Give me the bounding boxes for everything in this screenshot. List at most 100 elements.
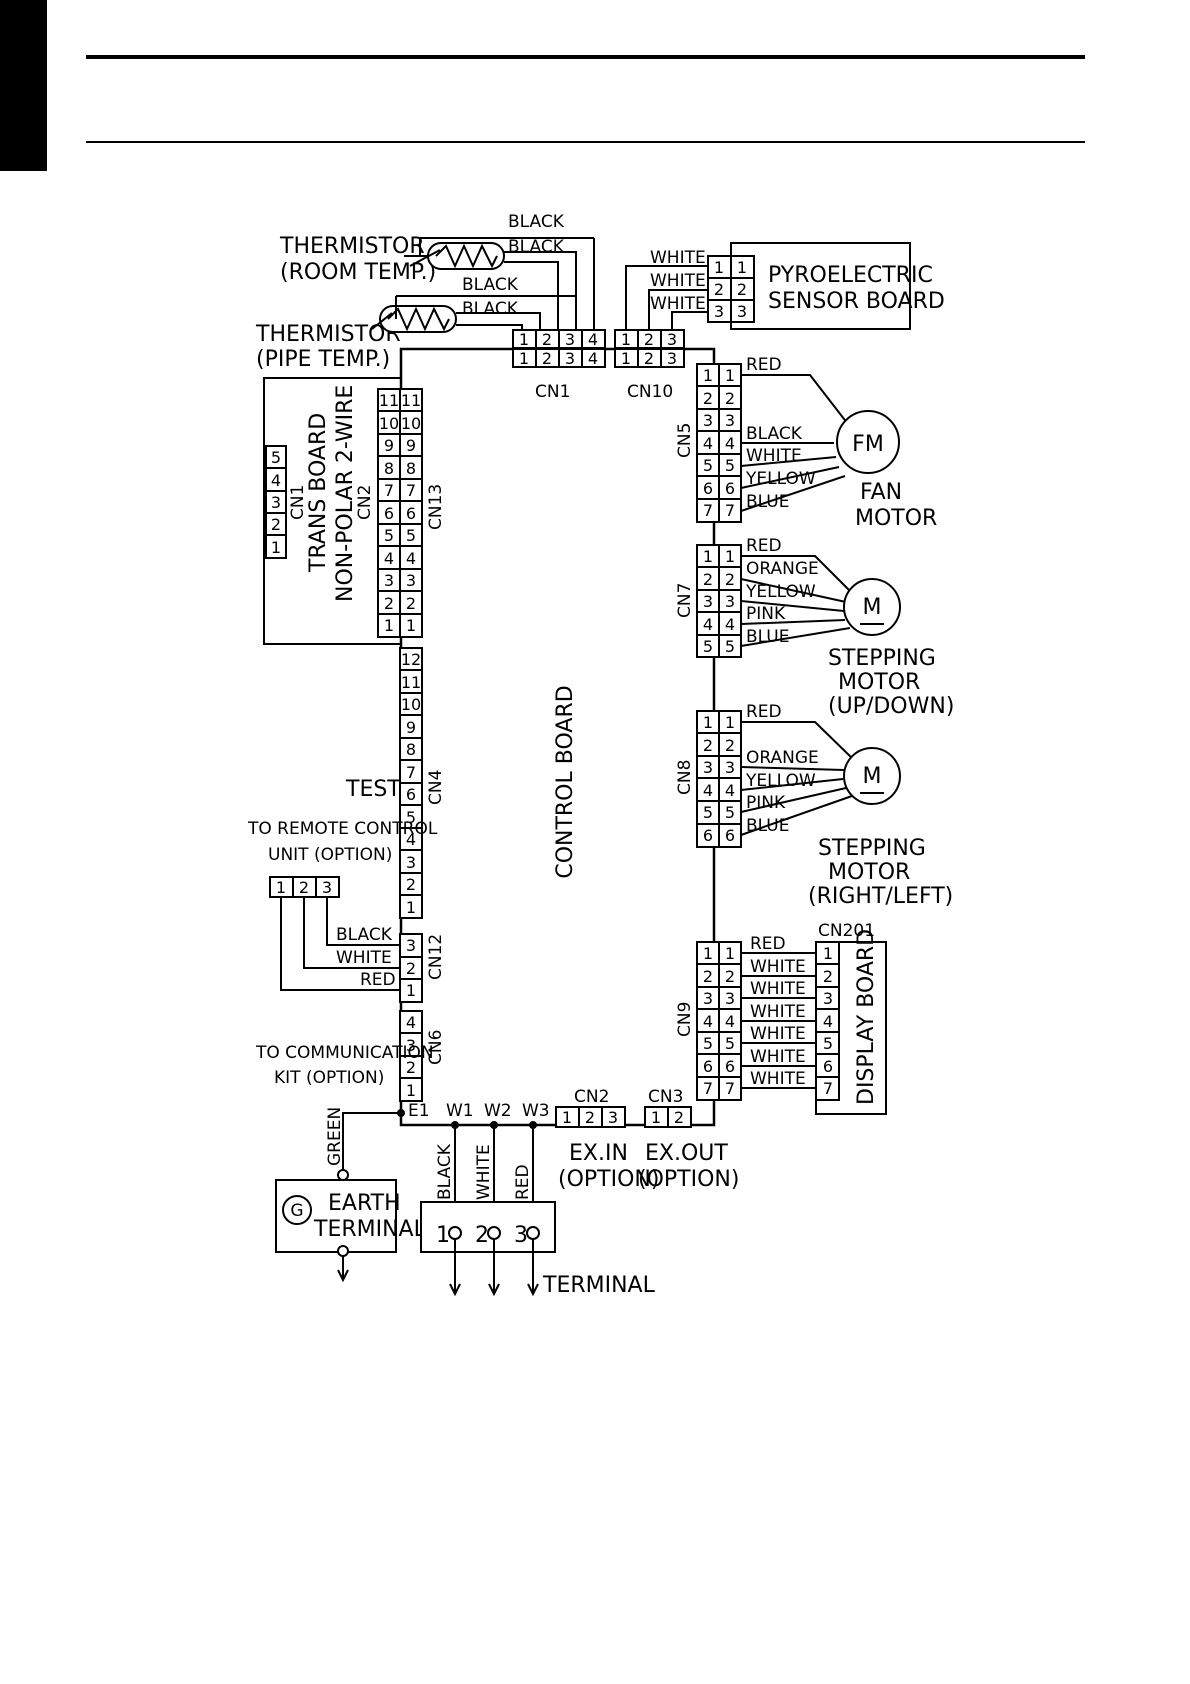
- svg-text:4: 4: [725, 434, 735, 453]
- label-cn8: CN8: [675, 760, 695, 795]
- wire-label-cn7-orange: ORANGE: [746, 559, 819, 579]
- step-rl-label-2: MOTOR: [828, 860, 910, 885]
- terminal-block: [420, 1201, 556, 1297]
- svg-text:2: 2: [703, 736, 713, 755]
- cn5-wires: [740, 374, 852, 512]
- svg-text:1: 1: [271, 538, 281, 557]
- svg-text:2: 2: [725, 967, 735, 986]
- svg-text:3: 3: [667, 330, 677, 349]
- wire-label-cn9-white-4: WHITE: [750, 1024, 806, 1044]
- thermistor-room-title: THERMISTOR: [279, 234, 425, 259]
- remote-label-line1: TO REMOTE CONTROL: [247, 819, 438, 839]
- wire-label-cn7-red: RED: [746, 536, 782, 556]
- svg-text:1: 1: [651, 1108, 661, 1127]
- earth-symbol: G: [290, 1201, 303, 1221]
- wire-label-cn5-yellow: YELLOW: [745, 469, 816, 489]
- wire-label-cn8-yellow: YELLOW: [745, 771, 816, 791]
- svg-text:7: 7: [703, 501, 713, 520]
- control-board-label: CONTROL BOARD: [553, 685, 578, 878]
- exin-line1: EX.IN: [569, 1141, 628, 1166]
- svg-text:4: 4: [703, 615, 713, 634]
- display-board-label: DISPLAY BOARD: [854, 929, 879, 1105]
- label-trans-cn1: CN1: [288, 485, 308, 520]
- svg-text:6: 6: [823, 1057, 833, 1076]
- connector-cn4: 12 11 10 9 8 7 6 5 4 3 2 1: [399, 647, 423, 919]
- svg-text:5: 5: [725, 637, 735, 656]
- wire-label-cn5-blue: BLUE: [746, 492, 789, 512]
- svg-text:9: 9: [406, 718, 416, 737]
- thermistor-room-symbol: [404, 237, 595, 330]
- svg-text:2: 2: [644, 349, 654, 368]
- wire-label-cn7-blue: BLUE: [746, 627, 789, 647]
- wire-label-room-black-1: BLACK: [508, 212, 565, 232]
- svg-text:1: 1: [725, 366, 735, 385]
- label-w3: W3: [522, 1101, 550, 1121]
- wire-label-pyro-white-2: WHITE: [650, 271, 706, 291]
- wire-label-cn5-white: WHITE: [746, 446, 802, 466]
- svg-text:3: 3: [565, 330, 575, 349]
- svg-text:1: 1: [703, 944, 713, 963]
- pyro-label-line1: PYROELECTRIC: [768, 263, 933, 288]
- wire-label-cn5-red: RED: [746, 355, 782, 375]
- earth-terminal-point: [337, 1169, 349, 1181]
- trans-board-outline: [263, 377, 401, 645]
- wire-label-cn5-black: BLACK: [746, 424, 803, 444]
- earth-wire: [342, 1112, 401, 1170]
- wire-label-cn9-white-1: WHITE: [750, 957, 806, 977]
- svg-text:3: 3: [406, 853, 416, 872]
- thermistor-pipe-title: THERMISTOR: [255, 322, 401, 347]
- step-rl-label-3: (RIGHT/LEFT): [808, 884, 953, 909]
- svg-text:2: 2: [725, 570, 735, 589]
- svg-text:6: 6: [725, 1057, 735, 1076]
- exin-line2: (OPTION): [558, 1167, 659, 1192]
- svg-text:3: 3: [406, 571, 416, 590]
- wire-label-cn9-white-2: WHITE: [750, 979, 806, 999]
- svg-text:3: 3: [737, 302, 747, 321]
- svg-text:1: 1: [823, 944, 833, 963]
- svg-text:10: 10: [401, 414, 421, 433]
- svg-text:1: 1: [621, 330, 631, 349]
- svg-text:1: 1: [406, 898, 416, 917]
- svg-text:6: 6: [384, 504, 394, 523]
- svg-text:6: 6: [406, 504, 416, 523]
- svg-text:3: 3: [703, 758, 713, 777]
- cn8-wires: [740, 721, 855, 836]
- svg-text:5: 5: [703, 803, 713, 822]
- svg-text:6: 6: [703, 826, 713, 845]
- svg-text:4: 4: [588, 330, 598, 349]
- svg-text:2: 2: [703, 389, 713, 408]
- step-ud-label-3: (UP/DOWN): [828, 694, 954, 719]
- svg-text:2: 2: [674, 1108, 684, 1127]
- label-cn9: CN9: [675, 1002, 695, 1037]
- connector-cn6: 4 3 2 1: [399, 1010, 423, 1102]
- svg-text:7: 7: [725, 1079, 735, 1098]
- step-rl-label-1: STEPPING: [818, 836, 926, 861]
- connector-cn10-top: 1 2 3 1 2 3: [614, 265, 708, 368]
- svg-text:1: 1: [714, 258, 724, 277]
- svg-text:2: 2: [384, 594, 394, 613]
- label-cn12: CN12: [426, 934, 446, 980]
- label-cn4: CN4: [426, 770, 446, 805]
- pyroelectric-sensor-board: 1 1 2 2 3 3: [707, 242, 911, 330]
- display-board: 1 2 3 4 5 6 7: [815, 941, 887, 1115]
- earth-label-line1: EARTH: [328, 1191, 401, 1216]
- wire-label-cn12-red: RED: [360, 970, 396, 990]
- svg-text:4: 4: [703, 434, 713, 453]
- svg-text:2: 2: [585, 1108, 595, 1127]
- svg-text:2: 2: [299, 878, 309, 897]
- svg-text:5: 5: [406, 526, 416, 545]
- svg-text:6: 6: [725, 479, 735, 498]
- thermistor-pipe-symbol: [371, 295, 576, 333]
- wire-label-cn8-red: RED: [746, 702, 782, 722]
- wire-label-cn7-pink: PINK: [746, 604, 786, 624]
- svg-text:2: 2: [703, 967, 713, 986]
- svg-text:2: 2: [714, 280, 724, 299]
- wire-label-cn7-yellow: YELLOW: [745, 582, 816, 602]
- svg-text:3: 3: [703, 989, 713, 1008]
- page-edge-tab: [0, 0, 47, 171]
- svg-text:7: 7: [703, 1079, 713, 1098]
- svg-text:3: 3: [406, 936, 416, 955]
- label-cn2-bottom: CN2: [574, 1087, 609, 1107]
- svg-text:3: 3: [703, 592, 713, 611]
